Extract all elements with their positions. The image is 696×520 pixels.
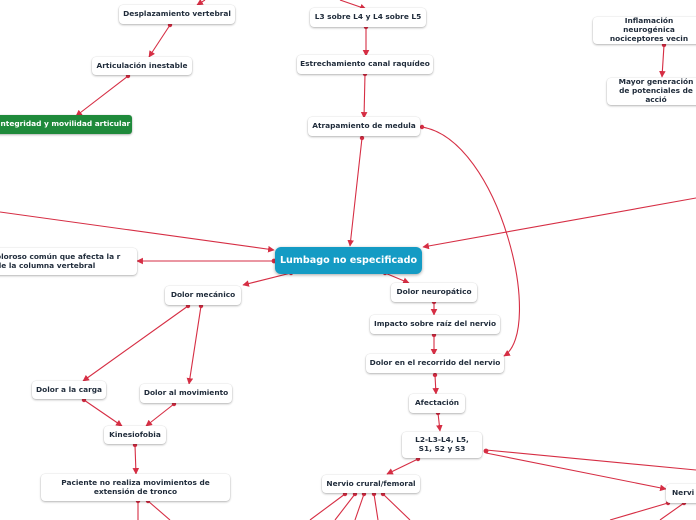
node-inflamacion-neurogenica[interactable]: Inflamación neurogénica nociceptores vec… [593,16,696,44]
edge-inflamacion-mayor [659,44,666,78]
edge-offscreen-l3l4l5 [339,0,367,11]
node-dolor-movimiento[interactable]: Dolor al movimiento [140,384,232,403]
edge-nervio-branch-1 [609,502,669,520]
edge-afectacion-raices [436,412,443,432]
node-afectacion[interactable]: Afectación [409,394,465,413]
node-desplazamiento-vertebral[interactable]: Desplazamiento vertebral [119,5,235,24]
edge-desplazamiento-articulacion [148,24,171,58]
edge-nervio-branch-2 [659,502,685,520]
edge-recorrido-afectacion [432,374,439,395]
edge-root-mecanico [242,272,292,287]
node-dolor-neuropatico[interactable]: Dolor neuropático [391,283,477,302]
node-kinesiofobia[interactable]: Kinesiofobia [104,426,166,444]
edge-atrapamiento-recorrido [421,126,520,357]
edge-articulacion-integridad [75,75,129,117]
edge-carga-kinesiofobia [83,399,123,427]
edge-raices-nervio [485,452,667,492]
edge-crural-branch-5 [382,493,411,520]
edge-offscreen-desplazamiento [196,0,206,6]
edge-offscreen-root-right [422,197,696,250]
node-l3-l4-l5[interactable]: L3 sobre L4 y L4 sobre L5 [310,8,426,27]
edge-raices-offscreen [485,449,696,471]
edge-paciente-down-2 [147,500,171,520]
edge-mecanico-movimiento [186,305,202,385]
edge-crural-branch-1 [309,493,346,520]
edge-offscreen-root-left [0,211,275,253]
node-paciente-no-realiza[interactable]: Paciente no realiza movimientos de exten… [41,474,230,501]
edge-mecanico-carga [82,305,189,382]
edge-raices-crural [386,458,419,475]
node-nervio-cut[interactable]: Nervi [666,484,696,503]
edge-estrechamiento-atrapamiento [360,73,368,119]
node-dolor-mecanico[interactable]: Dolor mecánico [165,286,241,305]
edge-root-neuropatico [384,272,410,284]
node-atrapamiento-medula[interactable]: Atrapamiento de medula [308,117,420,136]
node-mayor-generacion[interactable]: Mayor generación de potenciales de acció [607,77,696,105]
node-estrechamiento-canal[interactable]: Estrechamiento canal raquídeo [297,55,433,74]
node-integridad-movilidad[interactable]: Integridad y movilidad articular [0,115,132,134]
node-doloroso-comun[interactable]: oloroso común que afecta la r de la colu… [0,248,137,275]
node-root-lumbago[interactable]: Lumbago no especificado [275,247,422,274]
edge-crural-branch-4 [373,493,379,520]
node-dolor-recorrido[interactable]: Dolor en el recorrido del nervio [366,354,504,373]
node-nervio-crural[interactable]: Nervio crural/femoral [322,475,420,493]
node-raices-lumbares[interactable]: L2-L3-L4, L5, S1, S2 y S3 [402,432,482,458]
edge-kinesiofobia-paciente [132,444,140,475]
edge-movimiento-kinesiofobia [145,403,175,427]
edge-atrapamiento-root [347,137,363,247]
node-articulacion-inestable[interactable]: Articulación inestable [92,57,192,75]
node-impacto-raiz[interactable]: Impacto sobre raíz del nervio [370,315,500,334]
edge-crural-branch-2 [334,493,356,520]
edge-crural-branch-3 [354,493,365,520]
node-dolor-carga[interactable]: Dolor a la carga [32,381,106,399]
